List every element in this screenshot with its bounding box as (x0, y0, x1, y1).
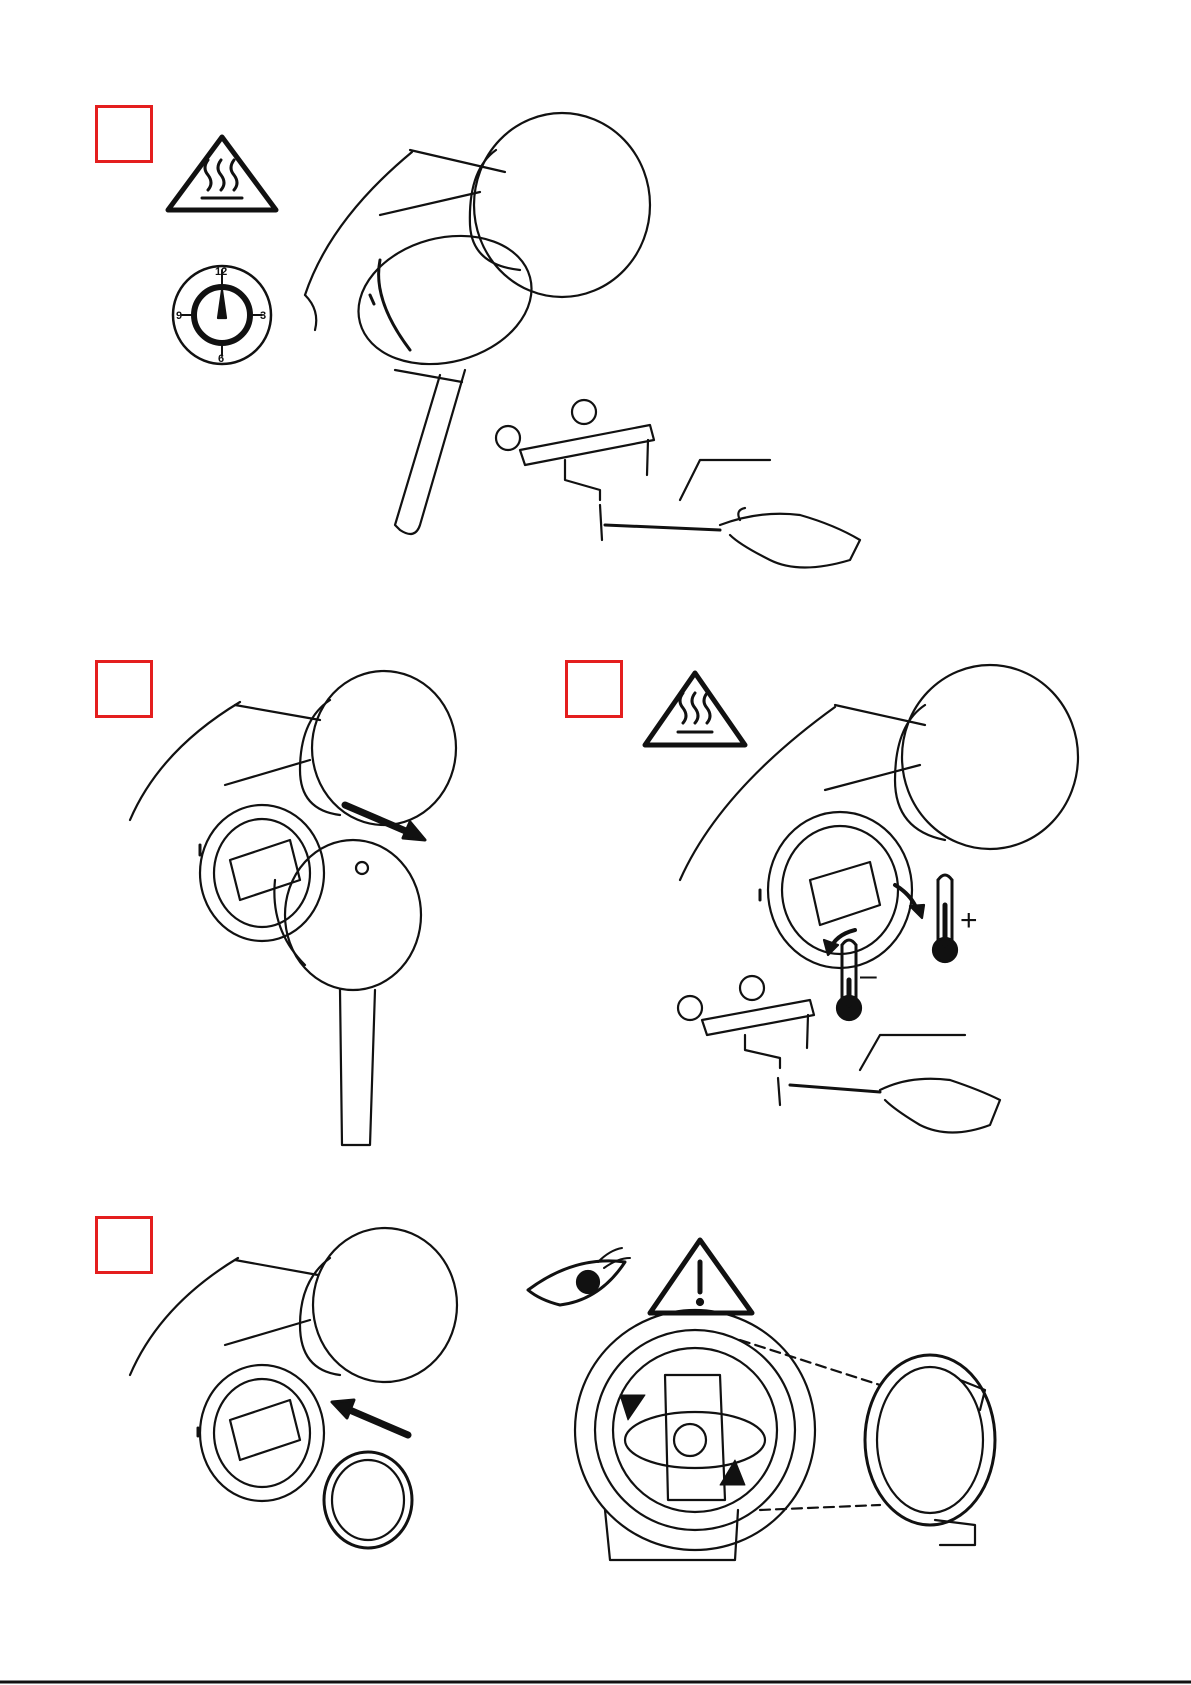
clock-label-9: 9 (176, 310, 182, 322)
caution-warning-icon (650, 1240, 752, 1313)
ring-detail (865, 1355, 995, 1545)
clock-label-12: 12 (215, 266, 227, 278)
mixer-removed-handle (130, 671, 456, 1145)
tap-with-thermometer-2 (678, 976, 1000, 1133)
tap-with-thermometer (496, 400, 860, 568)
hot-surface-warning-icon-2 (645, 673, 745, 745)
temperature-plus-label: + (960, 904, 978, 937)
clock-label-3: 3 (260, 310, 266, 322)
clock-label-6: 6 (218, 353, 224, 365)
mixer-adjustment (680, 665, 1078, 968)
clock-icon: 12 3 6 9 (173, 266, 271, 365)
temperature-minus-label: – (860, 959, 877, 992)
hot-surface-warning-icon (168, 137, 276, 210)
cartridge-detail (575, 1310, 880, 1560)
mixer-ring-install (130, 1228, 457, 1548)
thermometer-icon (933, 875, 957, 962)
thermometer-icon-2 (837, 940, 861, 1020)
eye-icon (528, 1248, 630, 1305)
mixer-body (305, 113, 650, 534)
